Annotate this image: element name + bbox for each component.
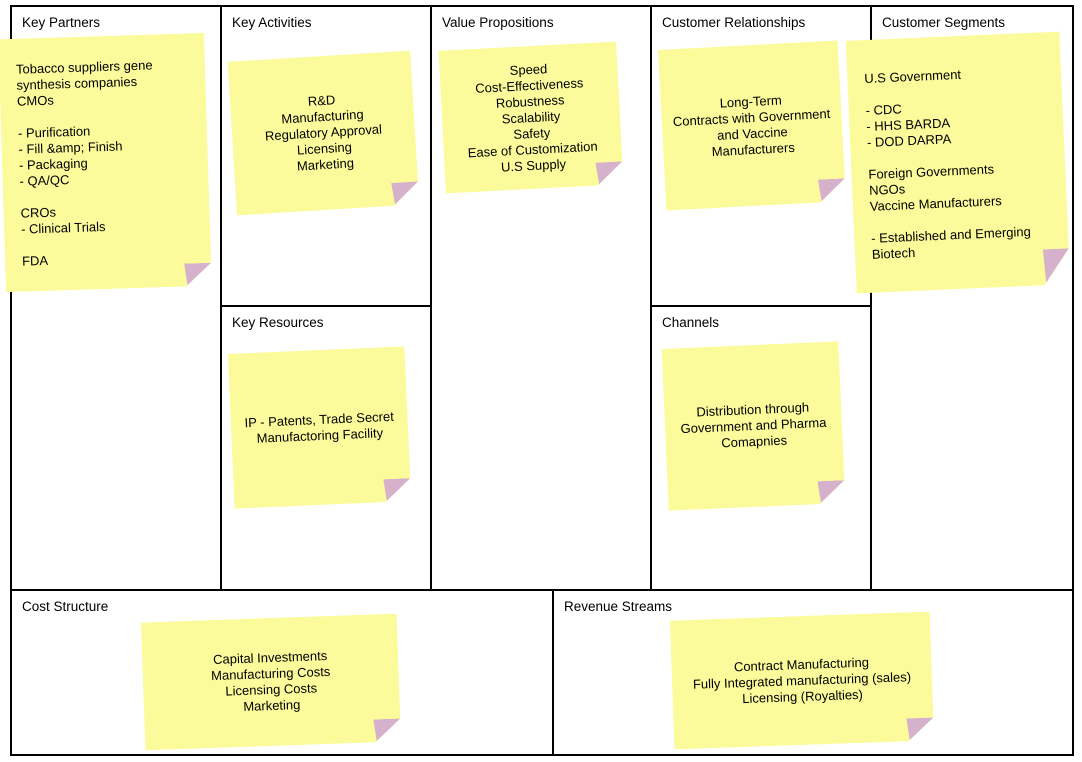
- note-text: Capital Investments Manufacturing Costs …: [210, 648, 331, 714]
- section-title-revenue-streams: Revenue Streams: [564, 599, 673, 614]
- cell-revenue-streams: Revenue Streams: [552, 589, 1074, 756]
- section-title-customer-segments: Customer Segments: [882, 15, 1006, 30]
- note-text: Speed Cost-Effectiveness Robustness Scal…: [467, 60, 598, 175]
- section-title-key-resources: Key Resources: [232, 315, 324, 330]
- sticky-note-key-resources[interactable]: IP - Patents, Trade Secret Manufactoring…: [228, 346, 412, 509]
- section-title-value-propositions: Value Propositions: [442, 15, 554, 30]
- note-text: IP - Patents, Trade Secret Manufactoring…: [244, 408, 395, 446]
- note-text: Contract Manufacturing Fully Integrated …: [692, 654, 912, 706]
- sticky-note-customer-segments[interactable]: U.S Government - CDC - HHS BARDA - DOD D…: [846, 31, 1071, 293]
- section-title-cost-structure: Cost Structure: [22, 599, 109, 614]
- note-text: Long-Term Contracts with Government and …: [672, 91, 831, 159]
- sticky-note-key-activities[interactable]: R&D Manufacturing Regulatory Approval Li…: [227, 51, 419, 216]
- sticky-note-revenue-streams[interactable]: Contract Manufacturing Fully Integrated …: [670, 612, 934, 750]
- section-title-key-activities: Key Activities: [232, 15, 312, 30]
- sticky-note-key-partners[interactable]: Tobacco suppliers gene synthesis compani…: [0, 33, 212, 292]
- sticky-note-value-propositions[interactable]: Speed Cost-Effectiveness Robustness Scal…: [438, 41, 623, 193]
- note-text: R&D Manufacturing Regulatory Approval Li…: [264, 92, 383, 174]
- sticky-note-cost-structure[interactable]: Capital Investments Manufacturing Costs …: [141, 614, 401, 751]
- note-text: Tobacco suppliers gene synthesis compani…: [15, 56, 153, 269]
- note-text: U.S Government - CDC - HHS BARDA - DOD D…: [863, 66, 1032, 262]
- sticky-note-channels[interactable]: Distribution through Government and Phar…: [662, 341, 846, 511]
- sticky-note-customer-relationships[interactable]: Long-Term Contracts with Government and …: [658, 40, 846, 210]
- note-text: Distribution through Government and Phar…: [680, 399, 827, 451]
- section-title-channels: Channels: [662, 315, 720, 330]
- section-title-key-partners: Key Partners: [22, 15, 101, 30]
- section-title-customer-relationships: Customer Relationships: [662, 15, 806, 30]
